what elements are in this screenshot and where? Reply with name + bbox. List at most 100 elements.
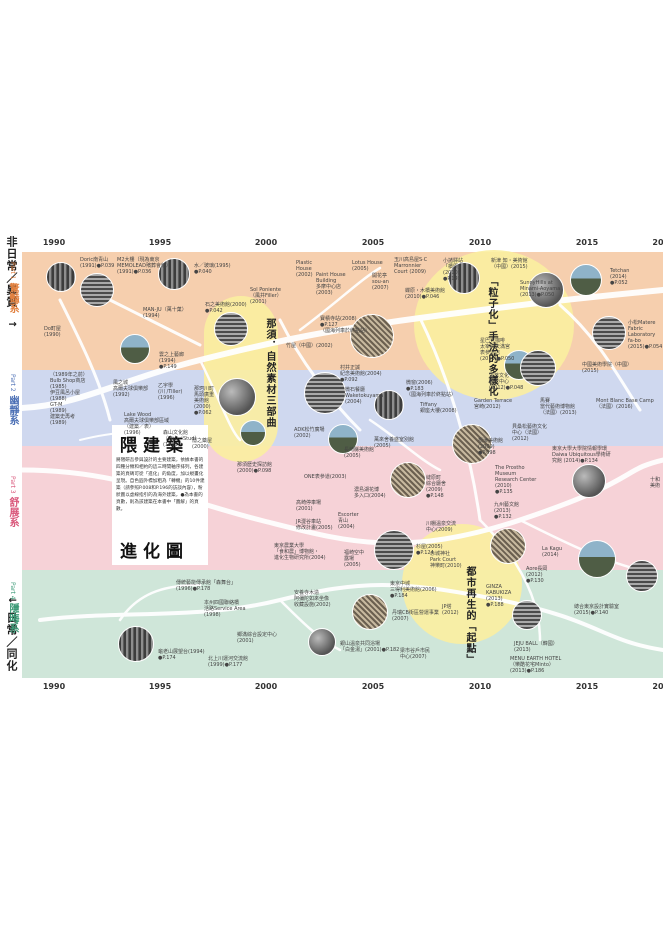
year-label: 2015 <box>575 682 599 691</box>
top-axis-label: 非日常／異質 <box>5 236 18 308</box>
part4-label: Part 4 隱晦系 <box>2 582 20 633</box>
building-label: 森山文化館 （森山／Stud） (1999) <box>163 430 200 448</box>
building-label: 星巴克咖啡 太宰府天滿宮 表參道店 (2011)●P.050 <box>480 338 515 362</box>
building-label: 乙宇學 (川 /Tiller) (1996) <box>158 383 183 401</box>
building-label: 微石餐廳 Waketokuyama (2004) <box>345 387 384 405</box>
building-photo <box>80 273 114 307</box>
part3-label: Part 3 舒展系 <box>2 476 20 527</box>
year-label: 2010 <box>468 682 492 691</box>
building-label: 長崎縣美術館 (2005) <box>344 447 375 459</box>
building-photo <box>308 628 336 656</box>
building-label: 根津美術館 (2009) ●P.098 <box>478 438 504 456</box>
building-photo <box>448 262 480 294</box>
part-name: 舒展系 <box>7 497 18 528</box>
part1-label: Part 1 驚豔系 <box>2 262 20 313</box>
building-label: La Kagu (2014) <box>542 546 563 558</box>
building-photo <box>528 272 564 308</box>
building-label: 微窗(2006) ●P.183 （國海列車於終點站） <box>406 380 457 398</box>
building-label: 濃島湖花博 多入口(2004) <box>354 487 386 499</box>
building-label: JP塔 (2012) <box>442 604 459 616</box>
building-label: Sol Poniente （風井Filler） (2001) <box>250 287 282 305</box>
theme-label: 都市再生的「起點」 <box>464 566 475 665</box>
bottom-axis-arrow: ↓ <box>6 596 17 606</box>
building-label: 玉川高島屋S·C Marronnier Court (2009) <box>394 257 428 275</box>
building-photo <box>592 316 626 350</box>
bottom-axis-label: 日常／同化 <box>5 612 18 672</box>
building-label: 高崎停車場 (2001) <box>296 500 322 512</box>
building-photo <box>328 424 358 454</box>
building-photo <box>512 600 542 630</box>
building-label: Tiffany 銀座大樓(2008) <box>420 402 457 414</box>
building-label: JR澀谷車站 修改計畫(2005) <box>296 519 333 531</box>
building-label: 中國美術學院（中國） (2015) <box>582 362 633 374</box>
building-label: Lotus House (2005) <box>352 260 383 272</box>
building-label: 那珂川町 馬頭廣重 美術館 (2000) ●P.062 <box>194 386 215 416</box>
building-label: 小松Matere Fabric Laboratory fa-bo (2015)●… <box>628 320 663 350</box>
building-photo <box>240 420 266 446</box>
year-label: 1995 <box>148 238 172 247</box>
building-label: 雲之上藝廊 (1994) ●P.149 <box>159 352 185 370</box>
building-label: 溫萃文化 觀光中心 (2012)●P.048 <box>489 373 524 391</box>
building-label: 村井正誠 紀念美術館(2004) ●P.092 <box>340 365 382 383</box>
building-label: 十和 美術 <box>650 477 661 489</box>
part-number: Part 4 <box>9 582 16 600</box>
building-label: 縫原町 綜合廳舍 (2009) ●P.148 <box>426 475 447 499</box>
building-label: 東京中城 三得利美術館(2006) ●P.184 <box>390 581 437 599</box>
building-photo <box>120 334 150 364</box>
building-label: 竹屋（中國）(2002) <box>286 343 333 349</box>
building-label: Garden Terrace 宮崎(2012) <box>474 398 513 410</box>
year-label: 1990 <box>42 682 66 691</box>
building-label: Doric南青山 (1991)●P.039 <box>80 257 115 269</box>
building-photo <box>390 462 426 498</box>
building-label: 川棚溫泉交流 中心(2009) <box>426 521 457 533</box>
building-label: 開花亭 sou-an (2007) <box>372 273 389 291</box>
building-label: 梁市谷戶市民 中心(2007) <box>400 648 431 660</box>
building-photo <box>46 262 76 292</box>
year-label: 2005 <box>361 682 385 691</box>
building-label: JEJU BALL（韓國） (2013) <box>514 641 558 653</box>
building-photo <box>304 372 346 414</box>
building-label: MAN-JU（萬十菓） (1994) <box>143 307 187 319</box>
building-label: Plastic House (2002) <box>296 260 313 278</box>
building-label: Lake Wood 高爾夫球俱樂部區域 （建築／表） (1996) <box>124 412 170 436</box>
building-label: ONE表參道(2003) <box>304 474 347 480</box>
title-sub: 進化圖 <box>120 542 189 562</box>
theme-label: 「粒子化」手法的多樣化 <box>486 276 497 397</box>
building-label: 新津 知・美術館 （中國）(2015) <box>491 258 528 270</box>
building-photo <box>490 528 526 564</box>
building-label: Tetchan (2014) ●P.052 <box>610 268 630 286</box>
building-label: Do町屋 (1990) <box>44 326 61 338</box>
building-photo <box>572 464 606 498</box>
year-label: 1990 <box>42 238 66 247</box>
building-label: 小諸驛站 「橋原」 (2010) ●P.149 <box>443 258 464 282</box>
year-label: 2005 <box>361 238 385 247</box>
building-label: 鄉滿綜合設定中心 (2001) <box>237 632 278 644</box>
building-label: Mont Blanc Base Camp （法國）(2016) <box>596 398 654 410</box>
building-photo <box>350 314 394 358</box>
building-label: GINZA KABUKIZA (2013) ●P.188 <box>486 584 512 608</box>
part-name: 幽靜系 <box>7 395 18 426</box>
title-box: 隈建築 將隈研吾參與設計的主要建築，依據本書的四種分類和相約的這三時間軸序排列，… <box>112 425 208 565</box>
building-label: 安養寺木造 阿彌陀如來坐像 收藏設施(2002) <box>294 590 331 608</box>
top-axis-arrow: ↑ <box>6 320 17 330</box>
year-label: 2010 <box>468 238 492 247</box>
building-photo <box>352 594 388 630</box>
building-label: M2大樓（現為東京 MEMOLEAD殯葬會館） (1991)●P.036 <box>117 257 171 275</box>
part2-label: Part 2 幽靜系 <box>2 374 20 425</box>
building-label: 九州藝文館 (2013) ●P.132 <box>494 502 520 520</box>
part-number: Part 2 <box>9 374 16 392</box>
building-label: 北上川運河交流館 (1999)●P.177 <box>208 656 249 668</box>
building-label: SunnyHills at Minami-Aoyama (2013)●P.050 <box>520 280 561 298</box>
building-label: 丹瑞CB街區營運事業 (2007) <box>392 610 439 622</box>
building-label: 傳統藝能傳承館「森舞台」 (1996)●P.178 <box>176 580 237 592</box>
year-label: 20 <box>652 238 663 247</box>
part-name: 驚豔系 <box>7 283 18 314</box>
building-label: 馬賽 當代藝術博物館 （法國）(2013) <box>540 398 577 416</box>
building-photo <box>374 390 404 420</box>
building-label: 石之美術館(2000) ●P.042 <box>205 302 247 314</box>
building-photo <box>578 540 616 578</box>
building-label: 東京農業大學 「食和農」博物館・ 進化生物研究所(2004) <box>274 543 326 561</box>
part-number: Part 3 <box>9 476 16 494</box>
building-label: Aore長岡 (2012) ●P.130 <box>526 566 548 584</box>
